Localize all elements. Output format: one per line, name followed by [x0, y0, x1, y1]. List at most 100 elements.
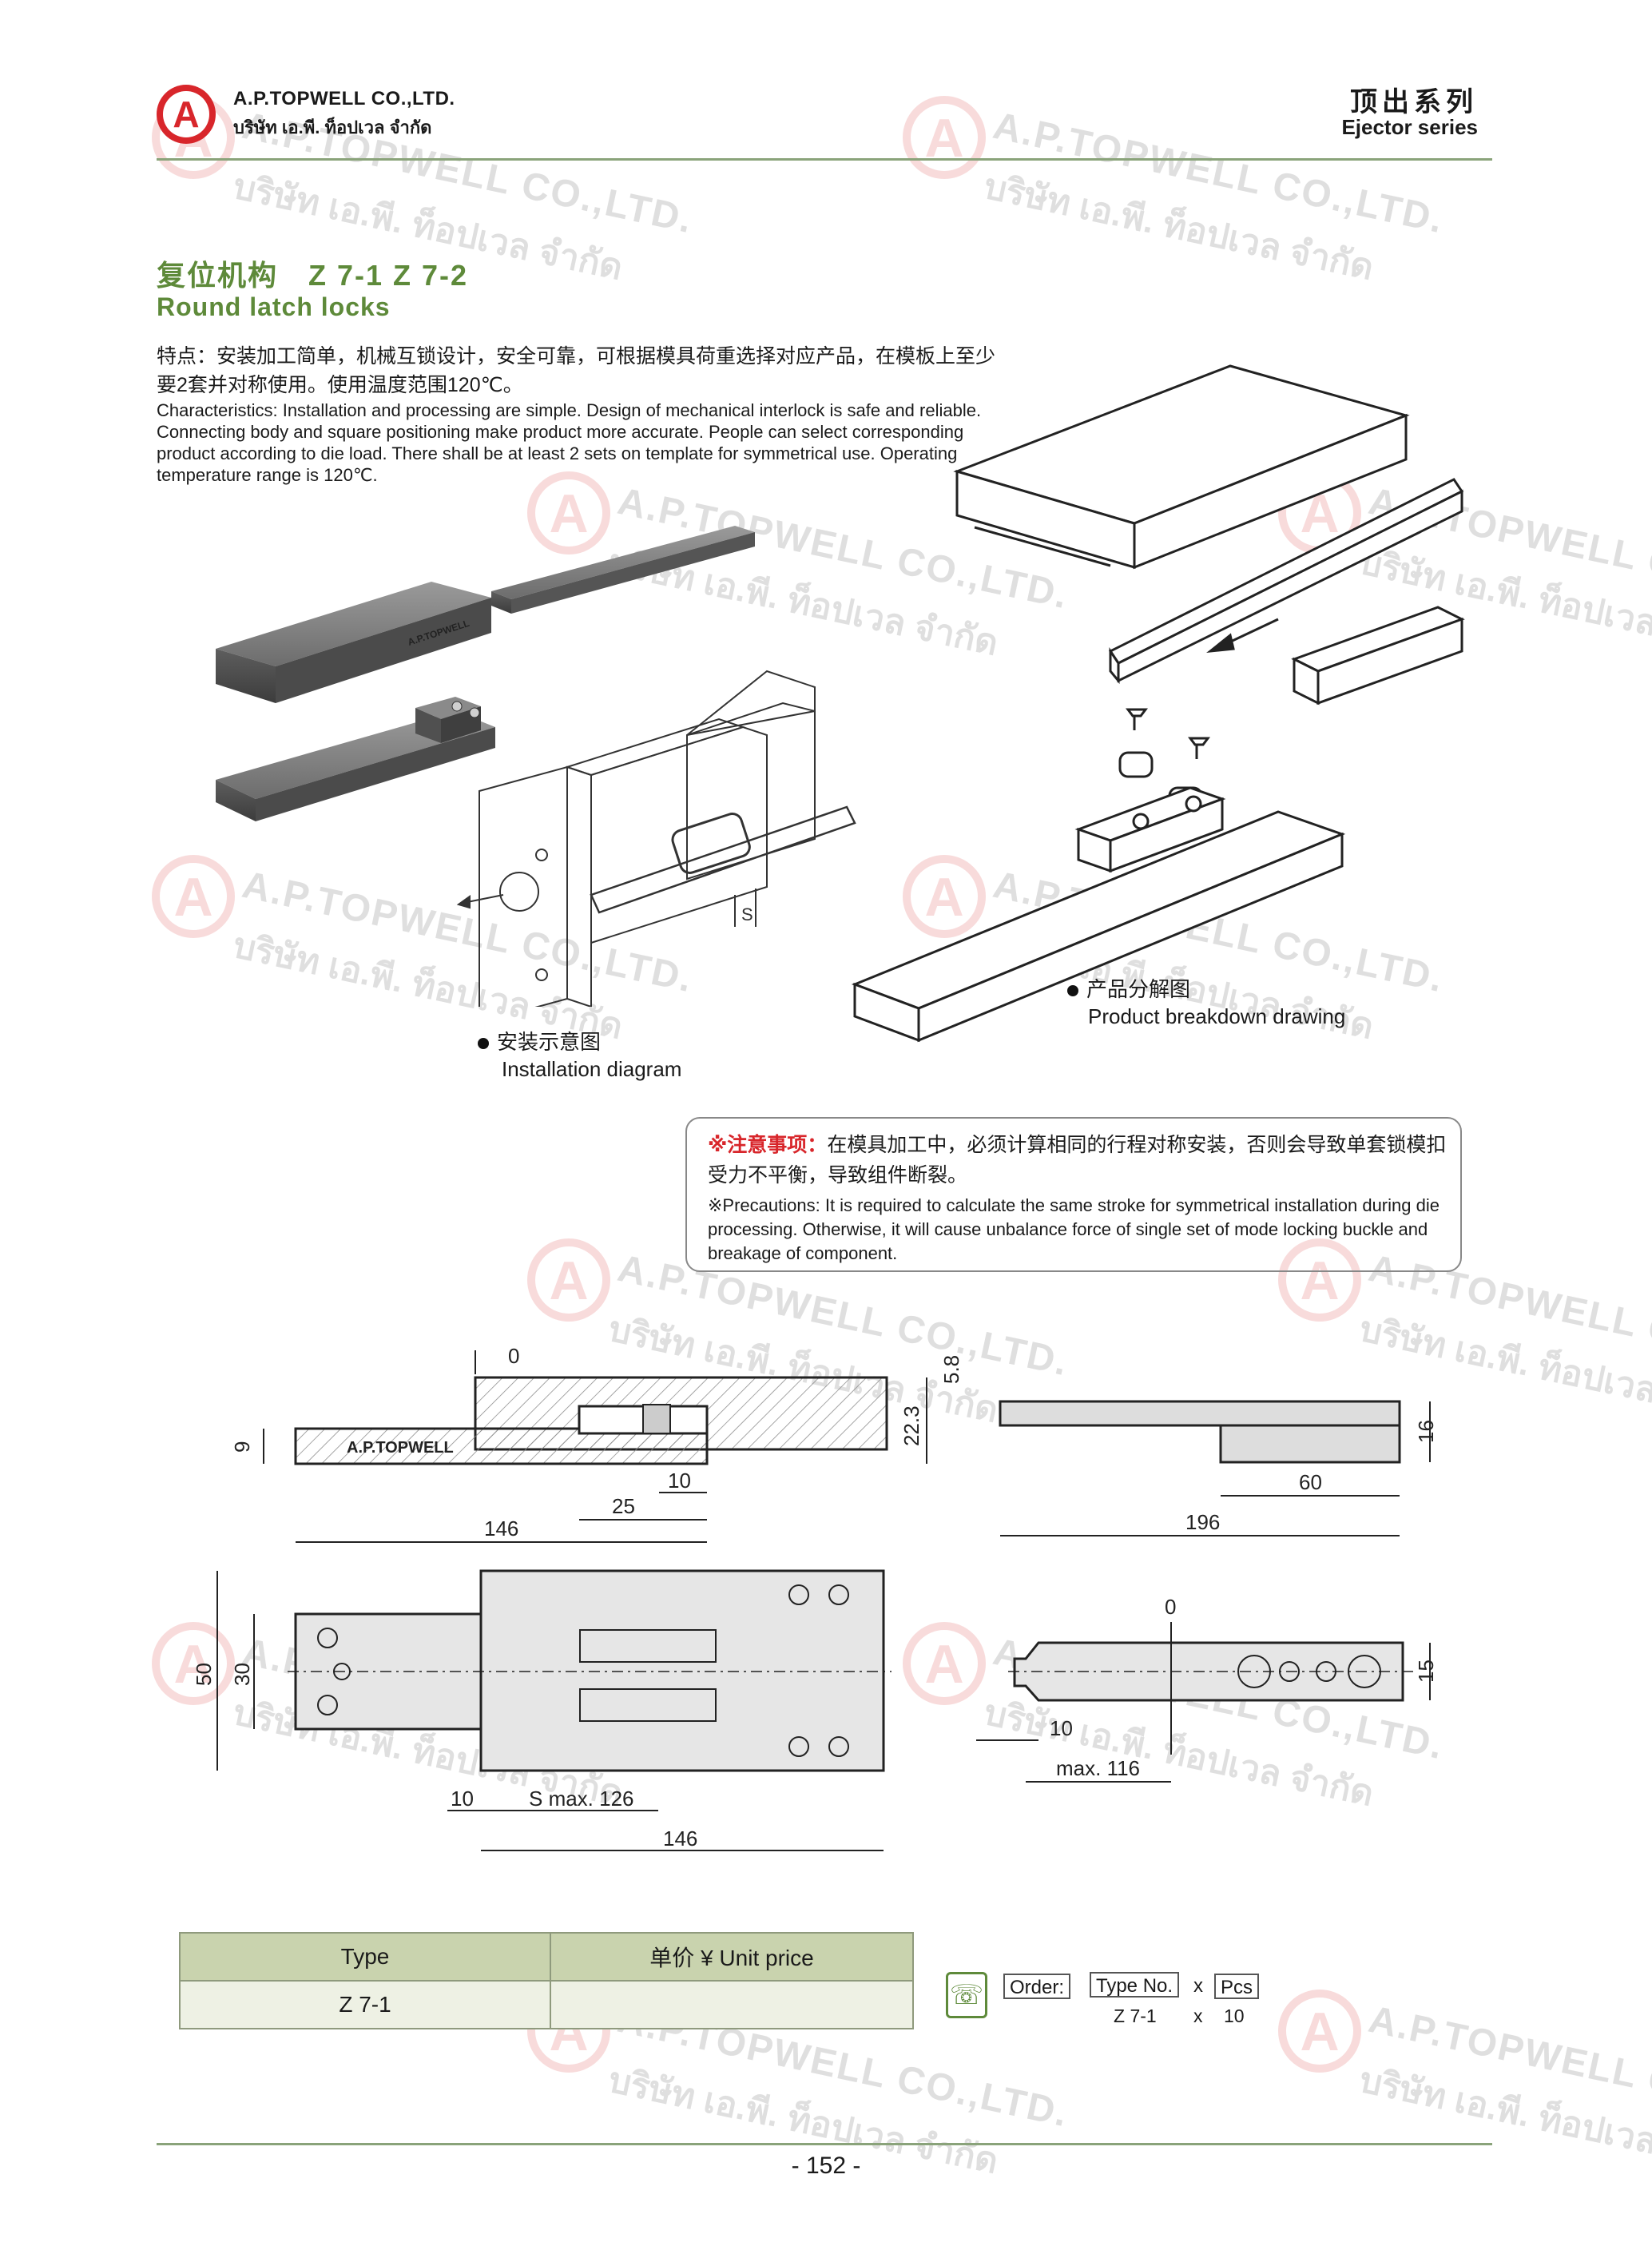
watermark-text-thai: บริษัท เอ.พี. ท็อปเวล จำกัด	[980, 166, 1377, 288]
features-cn: 特点：安装加工简单，机械互锁设计，安全可靠，可根据模具荷重选择对应产品，在模板上…	[157, 345, 996, 396]
installation-diagram: S	[456, 670, 856, 1007]
rod-front-face	[511, 532, 755, 614]
hole-icon	[1237, 1655, 1271, 1688]
latch-pin-icon	[1185, 795, 1202, 813]
watermark: A.P.TOPWELL CO.,LTD. บริษัท เอ.พี. ท็อปเ…	[1278, 1990, 1652, 2181]
dim-25: 25	[612, 1494, 635, 1518]
rod-plan-body	[1013, 1641, 1404, 1702]
front-view: A.P.TOPWELL 0 9 22.3 5.8 10 25 146	[230, 1344, 963, 1543]
plan-housing	[479, 1569, 885, 1772]
plate-front-face	[216, 780, 256, 821]
table-header-type: Type	[179, 1932, 551, 1982]
mold-block	[590, 725, 768, 944]
order-pcs-label: Pcs	[1214, 1974, 1260, 1999]
phone-icon: ☏	[946, 1972, 987, 2018]
dim-60: 60	[1299, 1470, 1322, 1494]
dim-9: 9	[230, 1441, 254, 1453]
watermark-text: A.P.TOPWELL CO.,LTD.	[1364, 1998, 1652, 2136]
header-divider	[157, 158, 1492, 161]
rod-top-face	[491, 526, 755, 599]
screw-icon	[451, 701, 463, 712]
breakdown-caption: 产品分解图 Product breakdown drawing	[1067, 973, 1345, 1029]
order-type-value: Z 7-1	[1114, 2005, 1157, 2026]
housing-front-face	[216, 649, 276, 703]
latch-body-side	[1109, 797, 1224, 873]
precautions-label: ※注意事项：	[708, 1134, 828, 1156]
table-cell-type: Z 7-1	[179, 1980, 551, 2029]
watermark-logo-icon	[152, 855, 235, 938]
install-caption-cn: 安装示意图	[497, 1030, 602, 1054]
watermark-logo-icon	[527, 1238, 610, 1322]
dim-max-116: max. 116	[1056, 1756, 1140, 1780]
precautions-box	[685, 1117, 1462, 1272]
hole-icon	[788, 1736, 809, 1757]
dim-22-3: 22.3	[899, 1405, 923, 1446]
hole-icon	[828, 1584, 849, 1605]
housing-slot	[974, 526, 1111, 567]
dim-196: 196	[1185, 1510, 1220, 1534]
mold-plate-side	[566, 765, 592, 1007]
precautions-en: ※Precautions: It is required to calculat…	[708, 1195, 1440, 1263]
footer-divider	[157, 2143, 1492, 2145]
dim-10: 10	[668, 1469, 691, 1493]
table-cell-price	[550, 1980, 914, 2029]
precautions-cn: ※注意事项：在模具加工中，必须计算相同的行程对称安装，否则会导致单套锁模扣受力不…	[708, 1130, 1459, 1191]
breakdown-caption-cn: 产品分解图	[1086, 977, 1191, 1001]
mold-upper-block	[686, 702, 816, 881]
hole-icon	[317, 1628, 338, 1648]
dim-10-rod: 10	[1050, 1716, 1073, 1740]
plan-view: 50 30 10 S max. 126 146	[192, 1569, 892, 1851]
bullet-icon	[478, 1038, 489, 1049]
page-number: - 152 -	[791, 2153, 861, 2179]
hole-icon	[828, 1736, 849, 1757]
rod-plan-view: 0 15 10 max. 116	[976, 1595, 1438, 1783]
latch-ball	[642, 1404, 671, 1434]
dim-10-plan: 10	[451, 1787, 474, 1811]
dim-15: 15	[1414, 1660, 1438, 1683]
product-title-cn: 复位机构 Z 7-1 Z 7-2	[157, 259, 469, 292]
dim-16: 16	[1414, 1420, 1438, 1443]
precautions-text-cn: 在模具加工中，必须计算相同的行程对称安装，否则会导致单套锁模扣受力不平衡，导致组…	[708, 1134, 1447, 1187]
company-name: A.P.TOPWELL CO.,LTD.	[233, 88, 455, 109]
nut-block	[1118, 751, 1154, 778]
order-label: Order:	[1003, 1974, 1071, 1999]
side-body	[1219, 1424, 1401, 1464]
housing-side	[1133, 413, 1408, 570]
breakdown-caption-en: Product breakdown drawing	[1088, 1004, 1346, 1028]
latch-block-top	[415, 697, 481, 719]
latch-rail	[590, 805, 856, 914]
housing-top-face	[216, 582, 491, 666]
install-caption: 安装示意图 Installation diagram	[478, 1026, 681, 1082]
screw-icon	[469, 707, 480, 718]
square-block-side	[1316, 617, 1463, 706]
dim-146: 146	[484, 1517, 518, 1540]
rod-tip	[1109, 647, 1120, 685]
knock-out-icon	[499, 872, 539, 912]
product-title-en: Round latch locks	[157, 292, 391, 321]
technical-drawings: A.P.TOPWELL 0 9 22.3 5.8 10 25 146 16 60…	[192, 1344, 1438, 1851]
hole-icon	[317, 1695, 338, 1715]
mold-plate-front	[479, 765, 568, 1007]
company-name-thai: บริษัท เอ.พี. ท็อปเวล จำกัด	[233, 117, 432, 137]
latch-pin-icon	[1132, 813, 1150, 830]
dim-5-8: 5.8	[939, 1355, 963, 1384]
table-header-price: 单价 ¥ Unit price	[550, 1932, 914, 1982]
latch-block-front	[415, 708, 441, 743]
bolt-icon	[535, 968, 548, 981]
latch-housing	[671, 813, 751, 874]
order-times: x	[1193, 1975, 1203, 1997]
dim-50: 50	[192, 1663, 216, 1686]
plate-side-face	[256, 727, 495, 821]
order-times-2: x	[1193, 2005, 1203, 2026]
series-title-cn: 顶出系列	[1350, 87, 1478, 117]
hole-icon	[1316, 1661, 1336, 1682]
plan-slot	[579, 1688, 717, 1722]
ejector-arrow-head	[456, 895, 471, 909]
breakdown-drawing	[851, 364, 1465, 1043]
hole-icon	[1348, 1655, 1381, 1688]
side-view: 16 60 196	[999, 1400, 1438, 1536]
bolt-icon	[535, 849, 548, 861]
dim-s-max: S max. 126	[529, 1787, 634, 1811]
dim-146-plan: 146	[663, 1827, 697, 1850]
hole-icon	[788, 1584, 809, 1605]
